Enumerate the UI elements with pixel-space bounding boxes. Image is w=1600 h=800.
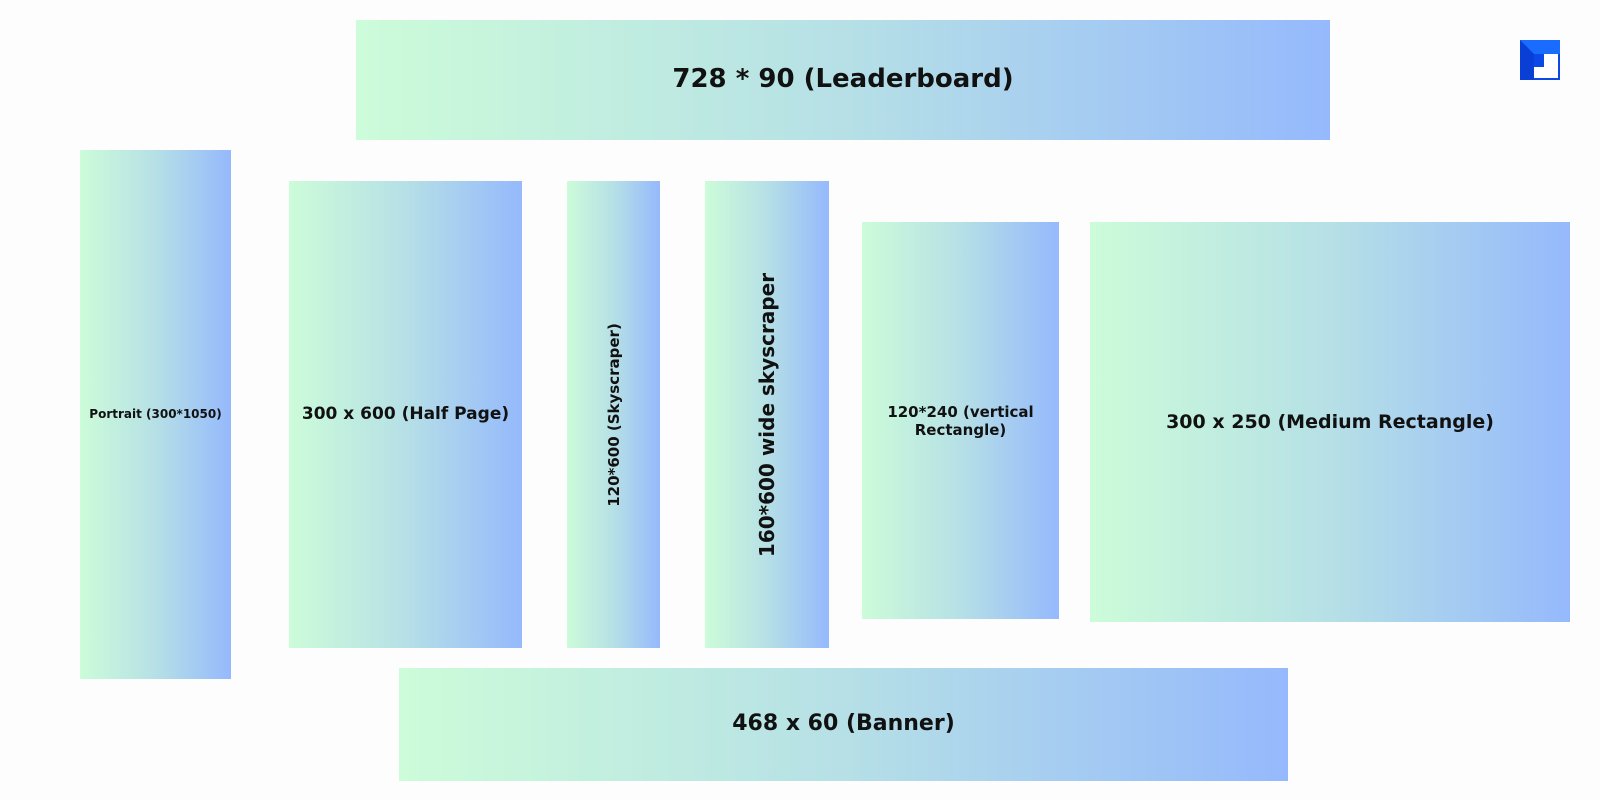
medium-rectangle-label: 300 x 250 (Medium Rectangle) [1166,410,1494,433]
ad-vertical-rectangle: 120*240 (vertical Rectangle) [862,222,1059,619]
logo-svg [1520,40,1560,80]
brand-logo-icon [1520,40,1560,80]
portrait-label: Portrait (300*1050) [89,407,222,422]
ad-medium-rectangle: 300 x 250 (Medium Rectangle) [1090,222,1570,622]
ad-portrait: Portrait (300*1050) [80,150,231,679]
ad-half-page: 300 x 600 (Half Page) [289,181,522,648]
ad-leaderboard: 728 * 90 (Leaderboard) [356,20,1330,140]
skyscraper-label: 120*600 (Skyscraper) [604,322,623,507]
ad-banner: 468 x 60 (Banner) [399,668,1288,781]
ad-wide-skyscraper: 160*600 wide skyscraper [705,181,829,648]
banner-label: 468 x 60 (Banner) [732,711,955,737]
half-page-label: 300 x 600 (Half Page) [301,404,510,425]
leaderboard-label: 728 * 90 (Leaderboard) [672,64,1014,95]
ad-skyscraper: 120*600 (Skyscraper) [567,181,660,648]
wide-skyscraper-label: 160*600 wide skyscraper [755,272,780,557]
vertical-rectangle-label: 120*240 (vertical Rectangle) [887,402,1034,439]
